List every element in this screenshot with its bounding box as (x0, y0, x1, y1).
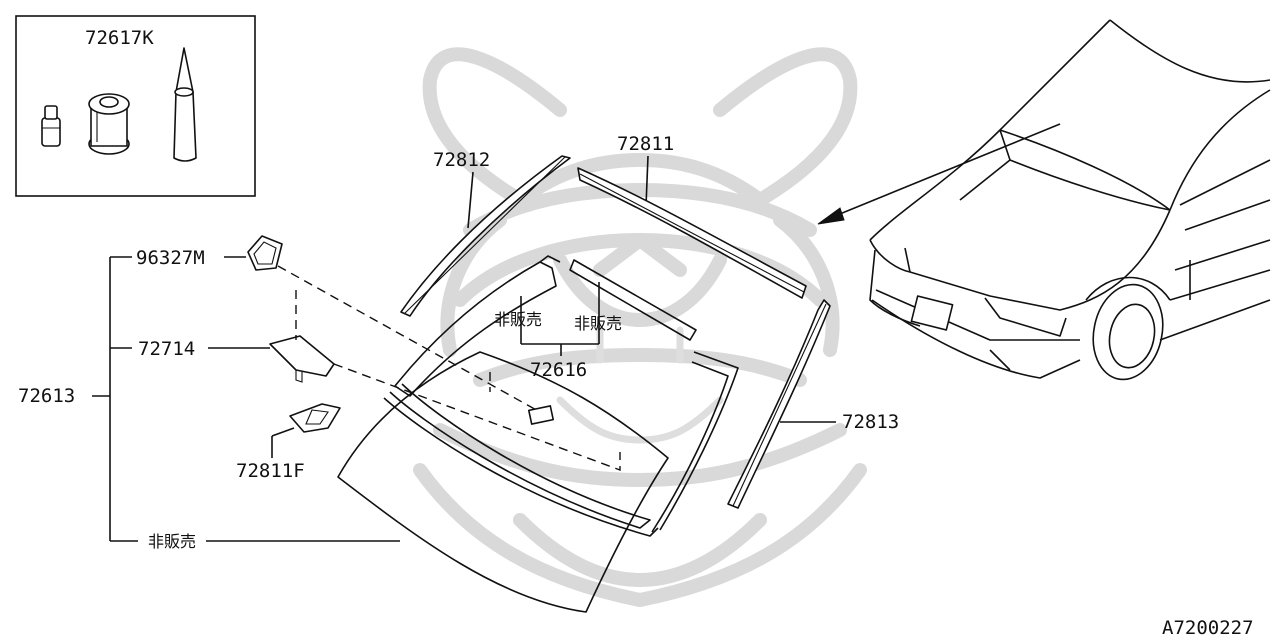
label-96327M: 96327M (136, 247, 205, 269)
leader-72811 (645, 155, 649, 207)
adhesive-cartridge (88, 93, 130, 155)
label-not-for-sale-glass: 非販売 (148, 532, 196, 551)
label-not-for-sale-dam-right: 非販売 (574, 314, 622, 333)
label-72613: 72613 (18, 385, 75, 407)
label-72616: 72616 (530, 359, 587, 381)
car-illustration (869, 19, 1271, 381)
dam-rubber (383, 255, 739, 537)
mirror-cover (247, 235, 283, 271)
label-72812: 72812 (433, 149, 490, 171)
leader-72812 (467, 171, 474, 229)
label-72714: 72714 (138, 338, 195, 360)
license-plate (910, 295, 954, 331)
bracket-part (289, 403, 341, 433)
watermark-emblem (413, 47, 867, 607)
primer-bottle (41, 105, 61, 147)
mirror-mount-pad (527, 405, 555, 425)
sealant-tube (173, 47, 197, 162)
right-molding (727, 299, 831, 509)
diagram-code: A7200227 (1162, 617, 1254, 638)
label-not-for-sale-dam-left: 非販売 (494, 310, 542, 329)
kit-box: 72617K (15, 15, 256, 197)
dashed-guides (277, 265, 621, 472)
label-72811: 72811 (617, 133, 674, 155)
kit-label: 72617K (85, 27, 154, 49)
mirror-base (269, 335, 335, 377)
label-72811F: 72811F (236, 460, 305, 482)
label-72813: 72813 (842, 411, 899, 433)
indication-arrow (817, 123, 1061, 225)
windshield-glass (337, 351, 669, 613)
kit-frame (15, 15, 256, 197)
